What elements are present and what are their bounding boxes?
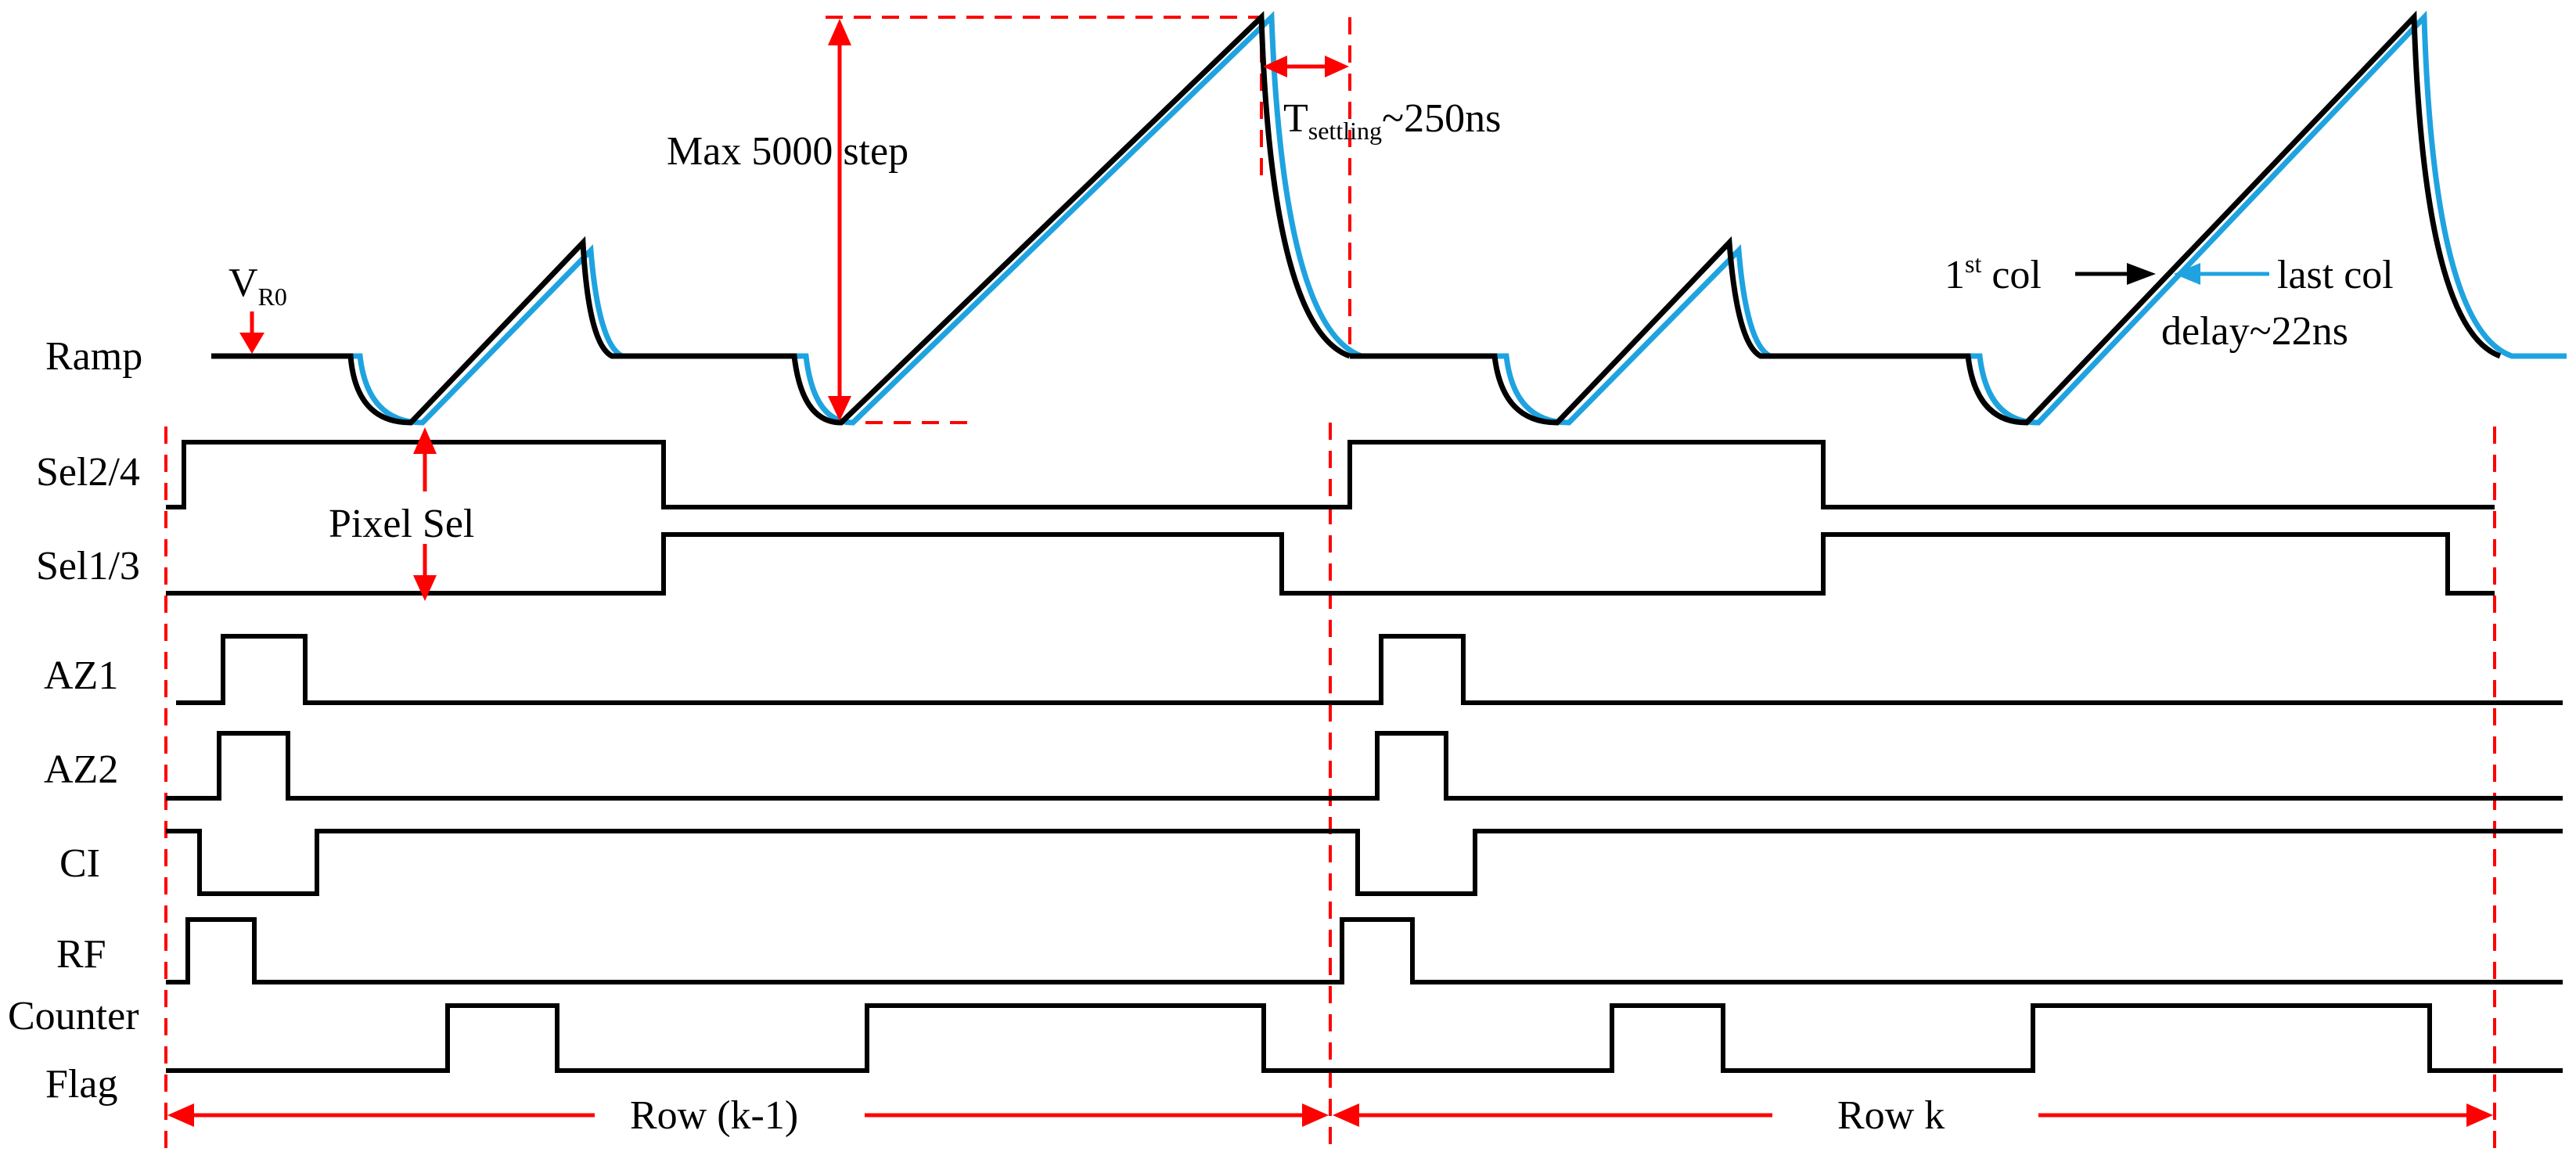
pixel-sel-arrow-up <box>413 427 437 454</box>
row-k-arrow-right-head <box>2466 1103 2493 1127</box>
label-ramp: Ramp <box>45 334 142 379</box>
row-boundaries <box>164 16 2496 1150</box>
digital-waveforms <box>166 440 2563 1073</box>
label-counter: Counter <box>8 994 139 1038</box>
vr0-label: VR0 <box>228 261 287 311</box>
row-span-annotations: Row (k-1) Row k <box>167 1093 2493 1138</box>
ramp-first-col-row-prev <box>211 11 1351 426</box>
max-step-annotation: Max 5000 step <box>667 19 908 421</box>
ramp-first-col-row-k <box>1350 10 2502 426</box>
ramp-last-col-row-prev <box>211 11 1363 426</box>
signal-labels: Ramp Sel2/4 Sel1/3 AZ1 AZ2 CI RF Counter… <box>8 334 142 1107</box>
pixel-sel-annotation: Pixel Sel <box>329 427 474 601</box>
az2-waveform <box>166 731 2563 801</box>
label-rf: RF <box>56 932 106 977</box>
label-sel13: Sel1/3 <box>36 544 140 588</box>
pixel-sel-label: Pixel Sel <box>329 502 474 546</box>
first-col-label: 1st col <box>1945 250 2042 297</box>
tsettling-annotation: Tsettling~250ns <box>1263 56 1501 145</box>
max-step-label: Max 5000 step <box>667 129 908 174</box>
label-az1: AZ1 <box>44 653 118 698</box>
sel13-waveform <box>166 532 2495 596</box>
max-step-arrow-top <box>828 19 851 45</box>
first-col-arrow-head <box>2127 263 2156 285</box>
tsettling-arrow-left <box>1263 56 1287 77</box>
ramp-last-col-trace <box>211 10 2567 426</box>
column-delay-annotation: 1st col last col delay~22ns <box>1945 250 2394 354</box>
pixel-sel-arrow-down <box>413 575 437 601</box>
label-flag: Flag <box>45 1062 117 1107</box>
label-az2: AZ2 <box>44 747 118 792</box>
tsettling-label: Tsettling~250ns <box>1283 96 1501 145</box>
tsettling-arrow-right <box>1325 56 1349 77</box>
label-ci: CI <box>59 841 100 886</box>
last-col-arrow-head <box>2174 263 2200 285</box>
row-prev-label: Row (k-1) <box>630 1093 798 1138</box>
row-prev-arrow-left-head <box>167 1103 194 1127</box>
sel24-waveform <box>166 440 2495 509</box>
max-step-arrow-bottom <box>828 396 851 421</box>
label-sel24: Sel2/4 <box>36 450 140 495</box>
az1-waveform <box>176 634 2563 705</box>
ramp-last-col-row-k <box>1362 10 2567 426</box>
row-prev-arrow-right-head <box>1302 1103 1329 1127</box>
ramp-first-col-trace <box>211 10 2502 426</box>
vr0-annotation: VR0 <box>228 261 287 354</box>
vr0-arrow-head <box>239 333 264 354</box>
counter-flag-waveform <box>166 1003 2563 1073</box>
ci-waveform <box>166 829 2563 896</box>
rf-waveform <box>166 917 2563 984</box>
row-k-arrow-left-head <box>1333 1103 1359 1127</box>
last-col-label: last col <box>2277 253 2394 297</box>
row-k-label: Row k <box>1837 1093 1945 1138</box>
delay-label: delay~22ns <box>2161 309 2348 354</box>
